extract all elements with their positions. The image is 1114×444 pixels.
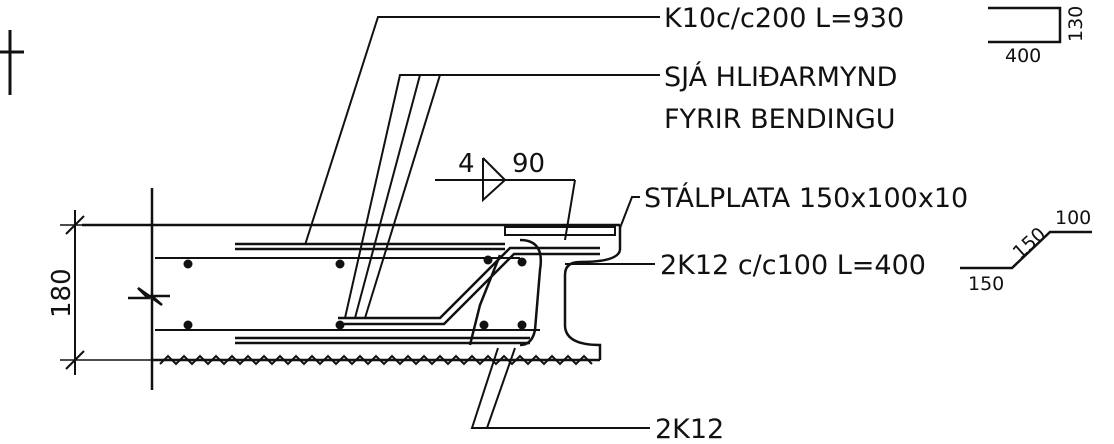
weld-symbol: 4 90 xyxy=(435,149,576,241)
label-for-bending: FYRIR BENDINGU xyxy=(664,104,896,135)
label-2k12: 2K12 xyxy=(655,414,724,439)
k10-leg-dim: 130 xyxy=(1065,6,1087,42)
label-2k12-cc100: 2K12 c/c100 L=400 xyxy=(660,250,926,281)
label-steel-plate: STÁLPLATA 150x100x10 xyxy=(644,182,968,214)
hollowcore-element xyxy=(563,225,622,360)
thickness-value: 180 xyxy=(47,268,77,318)
bottom-reinforcement xyxy=(155,329,540,345)
u-bar-loop xyxy=(468,238,543,347)
k12-dim-c: 100 xyxy=(1055,207,1091,229)
label-see-side-view: SJÁ HLIÐARMYND xyxy=(664,61,897,93)
leader-lines xyxy=(304,16,660,429)
k12-dim-a: 150 xyxy=(968,273,1004,295)
k10-length-dim: 400 xyxy=(1005,45,1041,67)
steel-plate xyxy=(504,226,616,236)
rebar-dots xyxy=(183,255,527,330)
cranked-bars xyxy=(338,246,600,326)
weld-length: 90 xyxy=(512,149,545,179)
break-line-symbol xyxy=(128,286,170,307)
top-reinforcement xyxy=(155,242,520,259)
label-k10-bar: K10c/c200 L=930 xyxy=(664,3,904,34)
k12-dim-b: 150 xyxy=(1009,223,1051,264)
k12-bar-shape: 150 150 100 xyxy=(960,207,1092,295)
left-slab xyxy=(82,188,620,390)
k10-bar-shape: 130 400 xyxy=(988,6,1087,67)
thickness-dimension: 180 xyxy=(47,210,152,375)
weld-size: 4 xyxy=(458,149,475,179)
section-cut-marker xyxy=(0,30,24,95)
